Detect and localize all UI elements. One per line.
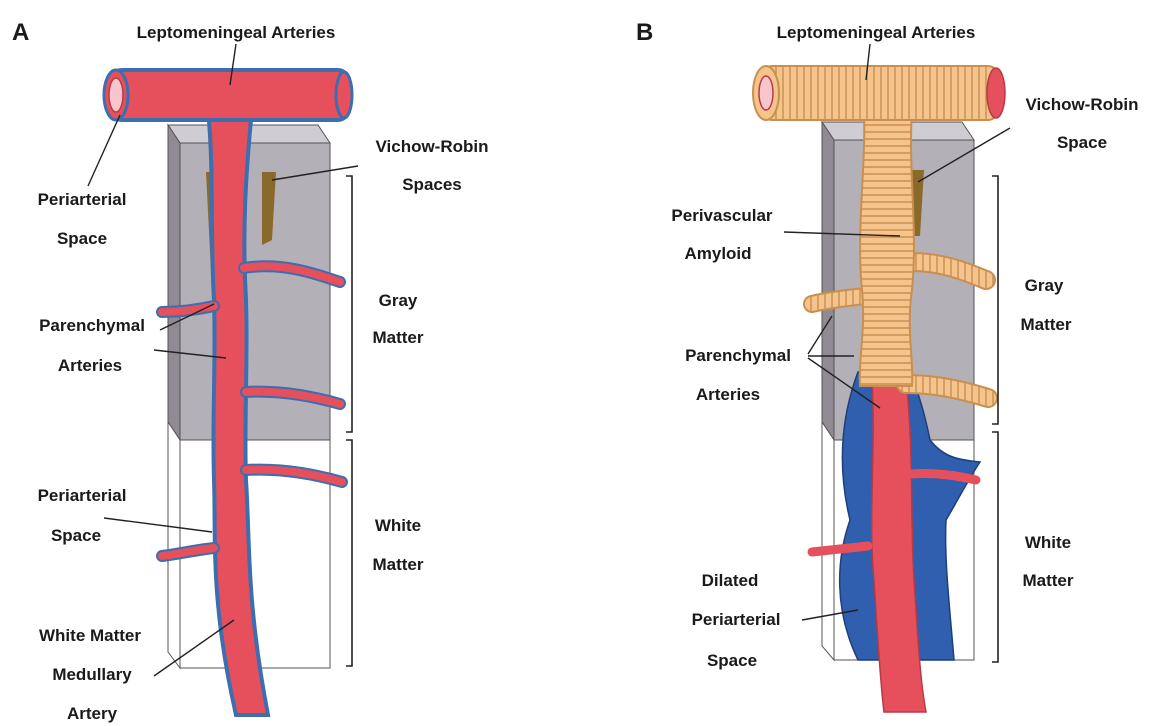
- panel-a-peri-bot-label-2: Space: [51, 526, 101, 545]
- panel-b-gray-label-2: Matter: [1020, 315, 1071, 334]
- panel-a-peri-bot-label-1: Periarterial: [38, 486, 127, 505]
- panel-a-paren-label-1: Parenchymal: [39, 316, 145, 335]
- panel-a-vr-label-2: Spaces: [402, 175, 462, 194]
- panel-b-dilated-label-2: Periarterial: [692, 610, 781, 629]
- panel-a-title: Leptomeningeal Arteries: [137, 23, 336, 42]
- panel-a-wmma-label-3: Artery: [67, 704, 118, 723]
- panel-b-vr-label-1: Vichow-Robin: [1025, 95, 1138, 114]
- panel-b-dilated-label-1: Dilated: [702, 571, 759, 590]
- panel-b-paren-label-2: Arteries: [696, 385, 760, 404]
- panel-a-gray-label-1: Gray: [379, 291, 418, 310]
- panel-a: A Leptomeningeal Arteries: [12, 19, 489, 723]
- panel-b-title: Leptomeningeal Arteries: [777, 23, 976, 42]
- panel-a-peri-top-leader: [88, 115, 120, 186]
- panel-b-vr-label-2: Space: [1057, 133, 1107, 152]
- panel-b-amyloid-vessel: [860, 110, 914, 386]
- panel-a-white-bracket: [346, 440, 352, 666]
- panel-b-gray-label-1: Gray: [1025, 276, 1064, 295]
- panel-b-leptomeningeal-artery: [753, 66, 1005, 120]
- panel-b-dilated-label-3: Space: [707, 651, 757, 670]
- panel-a-paren-label-2: Arteries: [58, 356, 122, 375]
- panel-a-gray-bracket: [346, 176, 352, 432]
- panel-b: B Leptomeningeal Arteries: [636, 19, 1139, 712]
- panel-b-gray-bracket: [992, 176, 998, 424]
- panel-b-white-label-1: White: [1025, 533, 1071, 552]
- panel-b-white-label-2: Matter: [1022, 571, 1073, 590]
- panel-a-vr-label-1: Vichow-Robin: [375, 137, 488, 156]
- panel-a-wmma-label-1: White Matter: [39, 626, 141, 645]
- panel-b-amyloid-label-1: Perivascular: [671, 206, 773, 225]
- panel-b-letter: B: [636, 19, 653, 46]
- panel-a-leptomeningeal-artery: [104, 70, 352, 120]
- panel-a-letter: A: [12, 19, 29, 46]
- panel-a-gray-label-2: Matter: [372, 328, 423, 347]
- panel-b-paren-label-1: Parenchymal: [685, 346, 791, 365]
- panel-b-white-bracket: [992, 432, 998, 662]
- panel-a-wmma-label-2: Medullary: [52, 665, 132, 684]
- panel-a-white-label-2: Matter: [372, 555, 423, 574]
- panel-b-amyloid-label-2: Amyloid: [684, 244, 751, 263]
- panel-a-peri-top-label-2: Space: [57, 229, 107, 248]
- panel-a-white-label-1: White: [375, 516, 421, 535]
- panel-a-peri-top-label-1: Periarterial: [38, 190, 127, 209]
